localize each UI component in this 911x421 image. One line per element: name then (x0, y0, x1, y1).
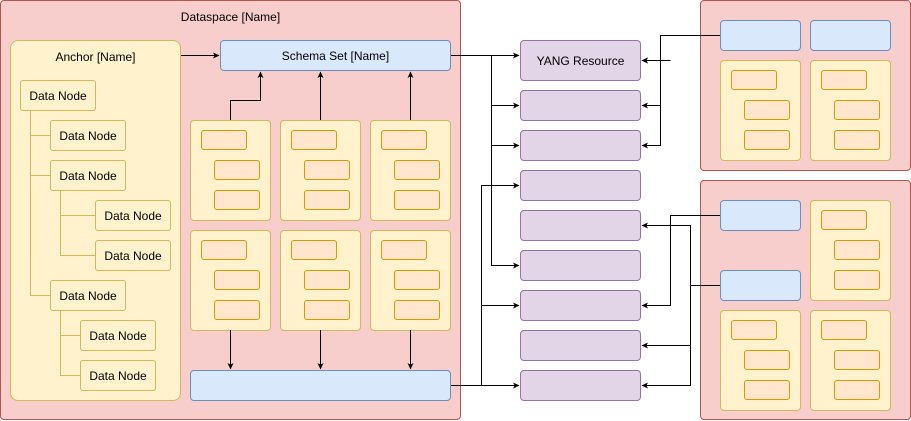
data-node[interactable]: Data Node (80, 320, 156, 351)
anchor-title: Anchor [Name] (55, 50, 136, 64)
module-item (731, 320, 777, 340)
module-item (834, 350, 880, 370)
yang-resource-box[interactable] (520, 290, 641, 321)
module-item (744, 100, 790, 120)
module-item (744, 350, 790, 370)
module-item (834, 100, 880, 120)
right-to-yang-edge (660, 225, 691, 286)
data-node[interactable]: Data Node (50, 120, 126, 151)
module-item (381, 130, 427, 150)
module-item (291, 130, 337, 150)
module-item (744, 130, 790, 150)
module-item (214, 270, 260, 290)
bottom-to-yang-edge (481, 182, 520, 386)
module-item (744, 380, 790, 400)
module-item (214, 190, 260, 210)
yang-resource-box[interactable] (520, 370, 641, 401)
data-node[interactable]: Data Node (95, 200, 171, 231)
yang-resource-box[interactable]: YANG Resource (520, 40, 641, 81)
data-node[interactable]: Data Node (80, 360, 156, 391)
module-item (201, 130, 247, 150)
module-item (821, 210, 867, 230)
module-item (304, 190, 350, 210)
module-item (821, 320, 867, 340)
module-item (731, 70, 777, 90)
data-node[interactable]: Data Node (95, 240, 171, 271)
right-to-yang-edge (641, 215, 671, 229)
module-item (291, 240, 337, 260)
data-node[interactable]: Data Node (20, 80, 96, 111)
schema-set-box[interactable] (720, 20, 801, 51)
module-item (834, 240, 880, 260)
module-item (394, 160, 440, 180)
yang-resource-box[interactable] (520, 330, 641, 361)
yang-resource-box[interactable] (520, 90, 641, 121)
yang-resource-box[interactable] (520, 210, 641, 241)
module-item (821, 70, 867, 90)
module-item (834, 270, 880, 290)
schema-set-box[interactable] (810, 20, 891, 51)
module-item (834, 130, 880, 150)
module-item (394, 270, 440, 290)
module-item (394, 190, 440, 210)
bottom-schema-bar[interactable] (190, 370, 451, 401)
yang-resource-box[interactable] (520, 130, 641, 161)
data-node[interactable]: Data Node (50, 280, 126, 311)
schema-set-box[interactable] (720, 270, 801, 301)
schema-to-yang-edge (491, 55, 520, 109)
module-item (304, 300, 350, 320)
data-node[interactable]: Data Node (50, 160, 126, 191)
schema-to-yang-edge (491, 105, 520, 149)
module-item (394, 300, 440, 320)
module-item (381, 240, 427, 260)
module-item (214, 160, 260, 180)
yang-resource-box[interactable] (520, 170, 641, 201)
module-item (834, 380, 880, 400)
module-item (304, 270, 350, 290)
schema-to-yang-edge (491, 145, 520, 269)
module-item (201, 240, 247, 260)
module-item (304, 160, 350, 180)
dataspace-title: Dataspace [Name] (180, 10, 281, 24)
module-item (214, 300, 260, 320)
schema-set-box[interactable]: Schema Set [Name] (220, 40, 451, 71)
yang-resource-box[interactable] (520, 250, 641, 281)
schema-set-box[interactable] (720, 200, 801, 231)
